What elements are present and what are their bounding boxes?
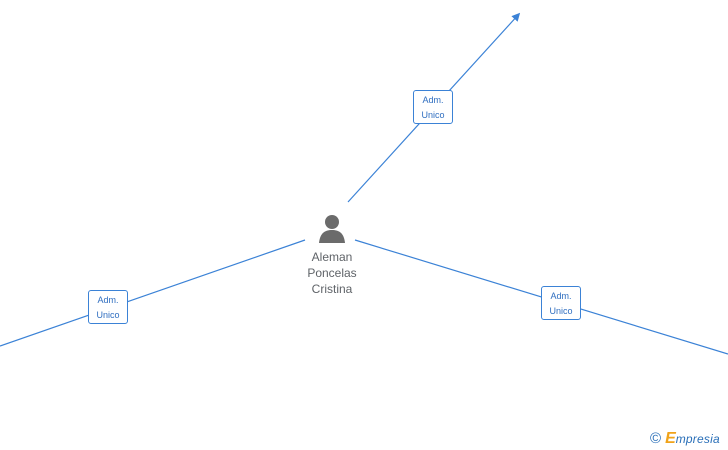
brand-initial: E — [665, 430, 676, 447]
relation-role-line-2: Unico — [549, 306, 573, 316]
brand-logo: Empresia — [665, 430, 720, 448]
person-node[interactable]: Aleman Poncelas Cristina — [292, 213, 372, 297]
relation-box-top[interactable]: Adm. Unico — [413, 90, 453, 124]
relation-box-left[interactable]: Adm. Unico — [88, 290, 128, 324]
connection-line-left — [0, 239, 306, 347]
relation-role-line-2: Unico — [421, 110, 445, 120]
relation-box-right[interactable]: Adm. Unico — [541, 286, 581, 320]
relation-role-line-1: Adm. — [550, 291, 572, 301]
person-name-line-1: Aleman — [311, 250, 353, 264]
person-icon — [319, 215, 345, 243]
person-name-line-2: Poncelas — [307, 266, 357, 280]
person-name-line-3: Cristina — [311, 282, 353, 296]
brand-rest: mpresia — [675, 432, 720, 446]
relation-role-line-1: Adm. — [422, 95, 444, 105]
relation-role-line-1: Adm. — [97, 295, 119, 305]
relation-role-line-2: Unico — [96, 310, 120, 320]
empresia-watermark: © Empresia — [650, 429, 720, 449]
copyright-icon: © — [650, 430, 662, 447]
